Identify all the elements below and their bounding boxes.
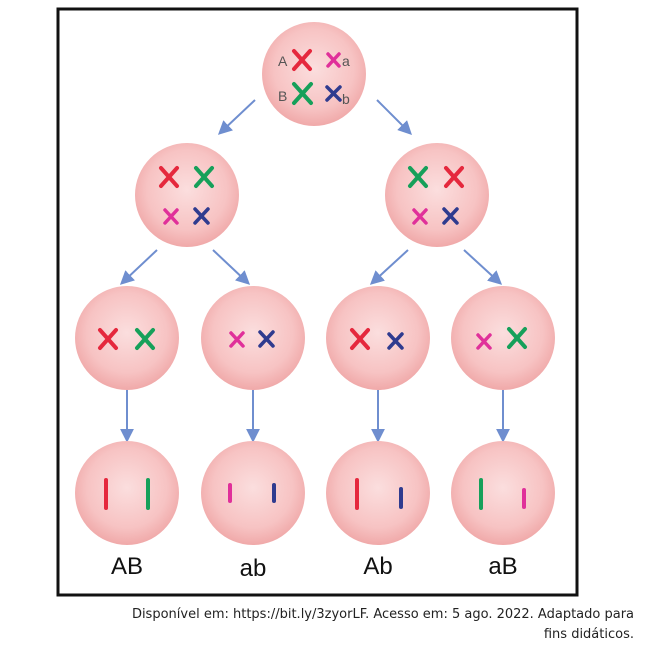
daughter-cell-right-body: [385, 143, 489, 247]
parent-cell-body: [262, 22, 366, 126]
meiosis2-cell-3: [326, 286, 430, 390]
gamete-labels: AB ab Ab aB: [111, 553, 518, 582]
gamete-label-4: aB: [488, 553, 517, 580]
chromosome-blue-x: [442, 207, 459, 225]
daughter-cell-left: [135, 143, 239, 247]
gamete-4: [451, 441, 555, 545]
chromosome-green-x: [408, 166, 428, 188]
arrow-r-to-4: [463, 249, 503, 285]
chromosome-a: [326, 52, 341, 68]
caption-line-2: fins didáticos.: [543, 627, 634, 642]
caption-line-1: Disponível em: https://bit.ly/3zyorLF. A…: [131, 607, 634, 622]
parent-cell: A a B b: [262, 22, 366, 126]
arrow-parent-left: [217, 99, 256, 135]
meiosis2-cell-2: [201, 286, 305, 390]
gamete-label-3: Ab: [363, 553, 392, 580]
allele-label-b: b: [342, 91, 350, 107]
chromosome-green-x: [507, 327, 527, 349]
gamete-label-2: ab: [240, 555, 267, 582]
chromosome-magenta-x: [229, 331, 245, 348]
chromosome-B: [292, 82, 313, 105]
allele-label-a: a: [342, 53, 350, 69]
arrow-l-to-2: [212, 249, 251, 285]
chromosome-blue-x: [387, 332, 404, 350]
arrows: [119, 99, 510, 443]
chromosome-green-x: [135, 328, 155, 350]
chromosome-blue-x: [258, 330, 275, 348]
chromosome-red-x: [98, 328, 118, 350]
meiosis2-cell-4: [451, 286, 555, 390]
chromosome-red-x: [350, 328, 370, 350]
chromosome-blue-x: [193, 207, 210, 225]
meiosis2-cell-1: [75, 286, 179, 390]
allele-label-B: B: [278, 88, 287, 104]
chromosome-magenta-x: [163, 208, 179, 225]
allele-label-A: A: [278, 53, 288, 69]
arrow-l-to-1: [119, 249, 158, 285]
daughter-cell-left-body: [135, 143, 239, 247]
chromosome-b: [325, 85, 342, 102]
chromosome-red-x: [159, 166, 179, 188]
chromosome-red-x: [444, 166, 464, 188]
chromosome-green-x: [194, 166, 214, 188]
gamete-1: [75, 441, 179, 545]
gamete-label-1: AB: [111, 553, 143, 580]
daughter-cell-right: [385, 143, 489, 247]
arrow-r-to-3: [369, 249, 409, 285]
chromosome-magenta-x: [476, 333, 492, 350]
chromosome-magenta-x: [412, 208, 428, 225]
gamete-3: [326, 441, 430, 545]
chromosome-A: [292, 49, 312, 71]
source-caption: Disponível em: https://bit.ly/3zyorLF. A…: [14, 605, 634, 645]
arrow-parent-right: [376, 99, 412, 135]
gamete-2: [201, 441, 305, 545]
